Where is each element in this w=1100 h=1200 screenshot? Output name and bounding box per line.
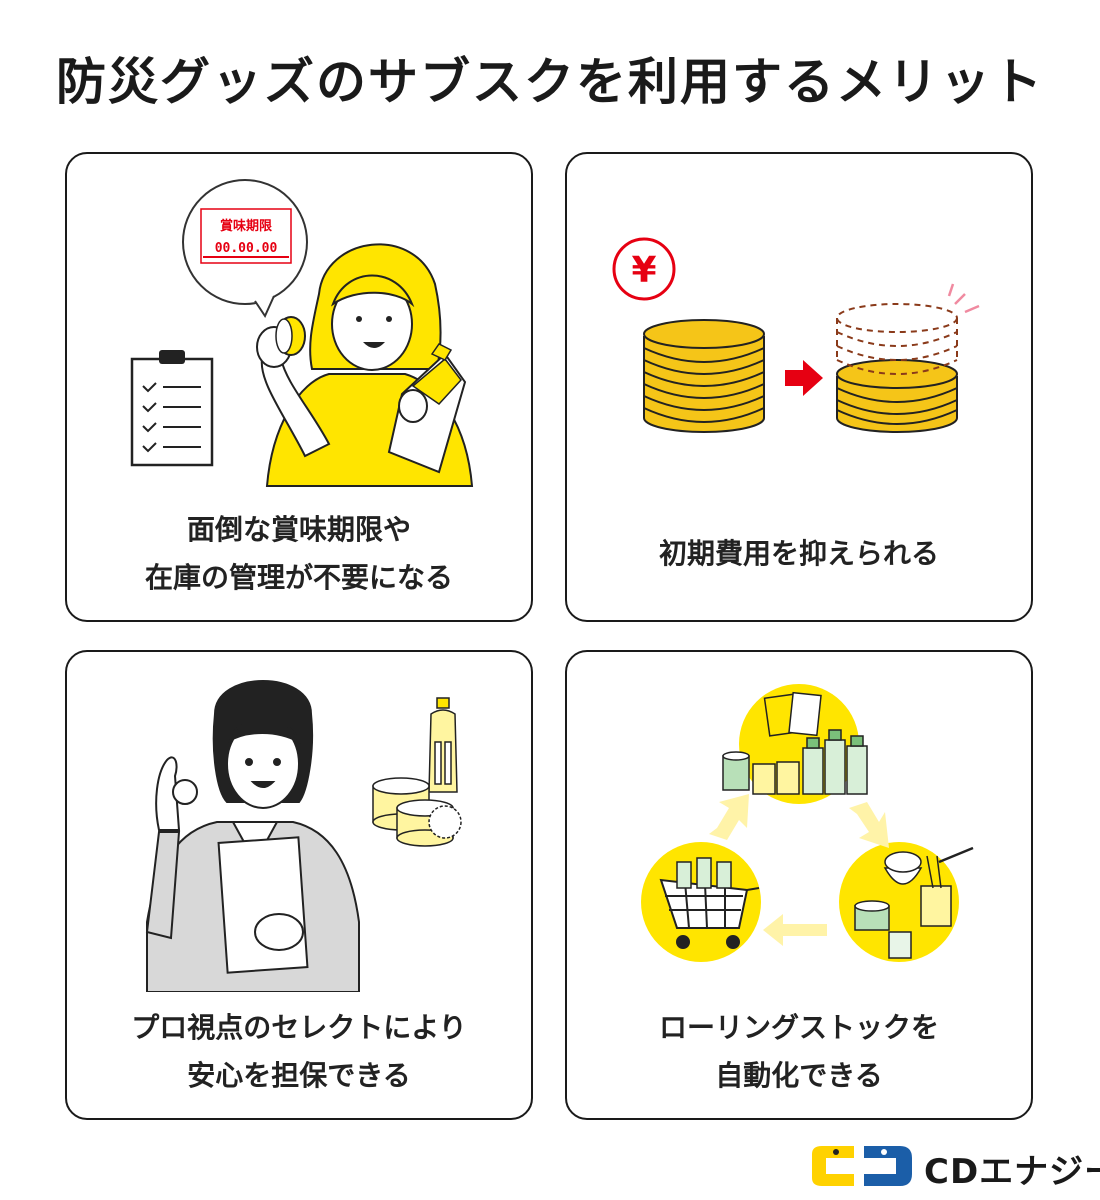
arrow-icon	[849, 802, 889, 848]
card-caption: プロ視点のセレクトにより 安心を担保できる	[67, 1004, 531, 1100]
full-coin-stack	[643, 319, 765, 433]
water-bottle-icon	[428, 697, 458, 793]
caption-line: 安心を担保できる	[187, 1059, 411, 1092]
caption-line: 面倒な賞味期限や	[186, 513, 411, 546]
cycle-arrows	[709, 794, 889, 946]
shopping-cart-icon	[659, 857, 760, 949]
rolling-stock-cycle-illustration	[641, 684, 974, 962]
expiry-label-text: 賞味期限	[220, 218, 273, 234]
reduced-coin-stack	[836, 303, 958, 433]
meal-icon	[854, 846, 974, 959]
consume-circle	[839, 842, 959, 962]
arrow-right-icon	[785, 360, 823, 396]
caption-line: 在庫の管理が不要になる	[144, 561, 453, 594]
card-caption: 面倒な賞味期限や 在庫の管理が不要になる	[67, 506, 531, 602]
card-caption: ローリングストックを 自動化できる	[567, 1004, 1031, 1100]
woman-figure	[256, 243, 474, 487]
expert-woman-illustration	[145, 680, 462, 992]
woman-checking-expiry-illustration: 賞味期限 00.00.00	[130, 179, 474, 487]
page-title: 防災グッズのサブスクを利用するメリット	[56, 53, 1044, 111]
clipboard-icon	[130, 350, 214, 467]
brand-logo: CDエナジー	[806, 1138, 1100, 1194]
caption-line: 初期費用を抑えられる	[658, 537, 939, 570]
canned-food-icon	[372, 777, 462, 847]
yen-icon: ¥	[612, 237, 676, 301]
sparkle-icon	[947, 283, 980, 314]
woman-figure	[145, 680, 360, 992]
arrow-icon	[709, 794, 749, 840]
merit-card-inventory: 賞味期限 00.00.00	[65, 152, 533, 622]
caption-line: プロ視点のセレクトにより	[131, 1011, 467, 1044]
caption-line: 自動化できる	[715, 1059, 883, 1092]
expiry-date-text: 00.00.00	[215, 241, 278, 256]
stockpile-icon	[722, 691, 868, 795]
merit-card-pro-selection: プロ視点のセレクトにより 安心を担保できる	[65, 650, 533, 1120]
yen-symbol: ¥	[631, 250, 656, 291]
caption-line: ローリングストックを	[658, 1011, 939, 1044]
coin-stack-illustration: ¥	[612, 237, 980, 433]
arrow-icon	[763, 914, 827, 946]
merit-card-rolling-stock: ローリングストックを 自動化できる	[565, 650, 1033, 1120]
merit-card-initial-cost: ¥	[565, 152, 1033, 622]
card-caption: 初期費用を抑えられる	[567, 530, 1031, 578]
logo-text: CDエナジー	[924, 1152, 1100, 1192]
logo-mark-icon	[812, 1146, 912, 1186]
